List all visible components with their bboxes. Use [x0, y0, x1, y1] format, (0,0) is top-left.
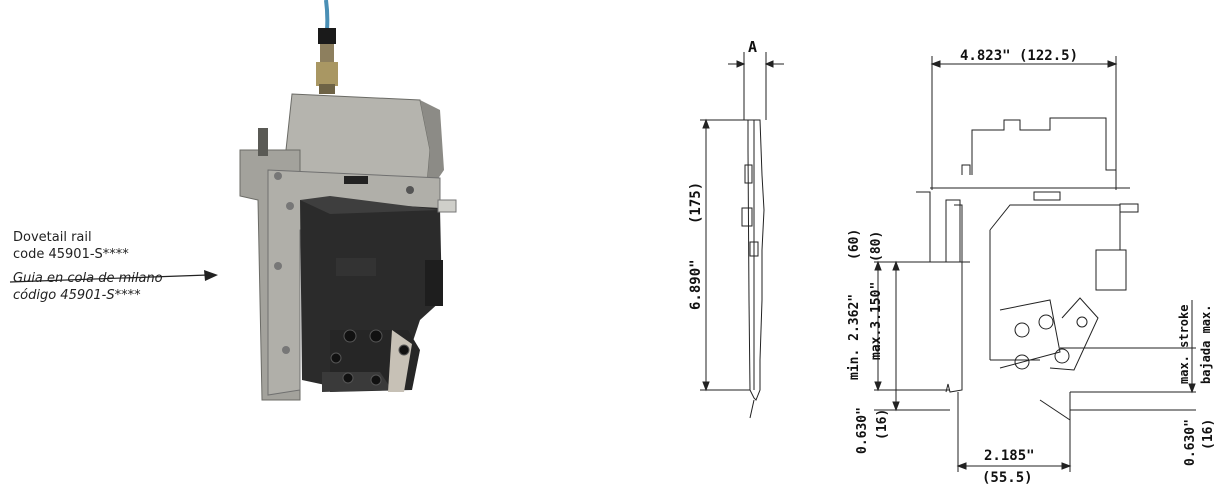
- dim-min: min. 2.362": [847, 294, 862, 380]
- dim-height: 6.890": [688, 259, 704, 310]
- dim-width: 4.823" (122.5): [960, 48, 1078, 64]
- caption-block: Dovetail rail code 45901-S**** Guia en c…: [13, 229, 193, 304]
- dim-thickness-label: A: [748, 38, 757, 56]
- tool-photo: [239, 0, 457, 401]
- rail-caption-es: Guia en cola de milano: [13, 271, 163, 286]
- dim-base-width-mm: (55.5): [982, 470, 1033, 486]
- dim-left-offset: 0.630": [855, 407, 870, 454]
- dim-left-offset-mm: (16): [875, 409, 890, 440]
- rail-caption-en: Dovetail rail: [13, 230, 92, 245]
- dim-stroke-es: bajada max.: [1199, 305, 1213, 384]
- side-view-drawing: [700, 52, 784, 419]
- dim-base-width: 2.185": [984, 448, 1035, 464]
- rail-code-en: code 45901-S****: [13, 247, 129, 262]
- dim-min-mm: (60): [847, 229, 862, 260]
- dim-max: max.3.150": [869, 282, 884, 360]
- dim-height-mm: (175): [688, 182, 704, 224]
- dim-max-mm: (80): [869, 231, 884, 262]
- front-view-drawing: [874, 56, 1196, 472]
- dim-right-offset: 0.630": [1183, 419, 1198, 466]
- rail-pointer-arrow: [9, 270, 218, 283]
- dim-right-offset-mm: (16): [1201, 419, 1216, 450]
- rail-code-es: código 45901-S****: [13, 288, 141, 303]
- dim-stroke-en: max. stroke: [1177, 305, 1191, 384]
